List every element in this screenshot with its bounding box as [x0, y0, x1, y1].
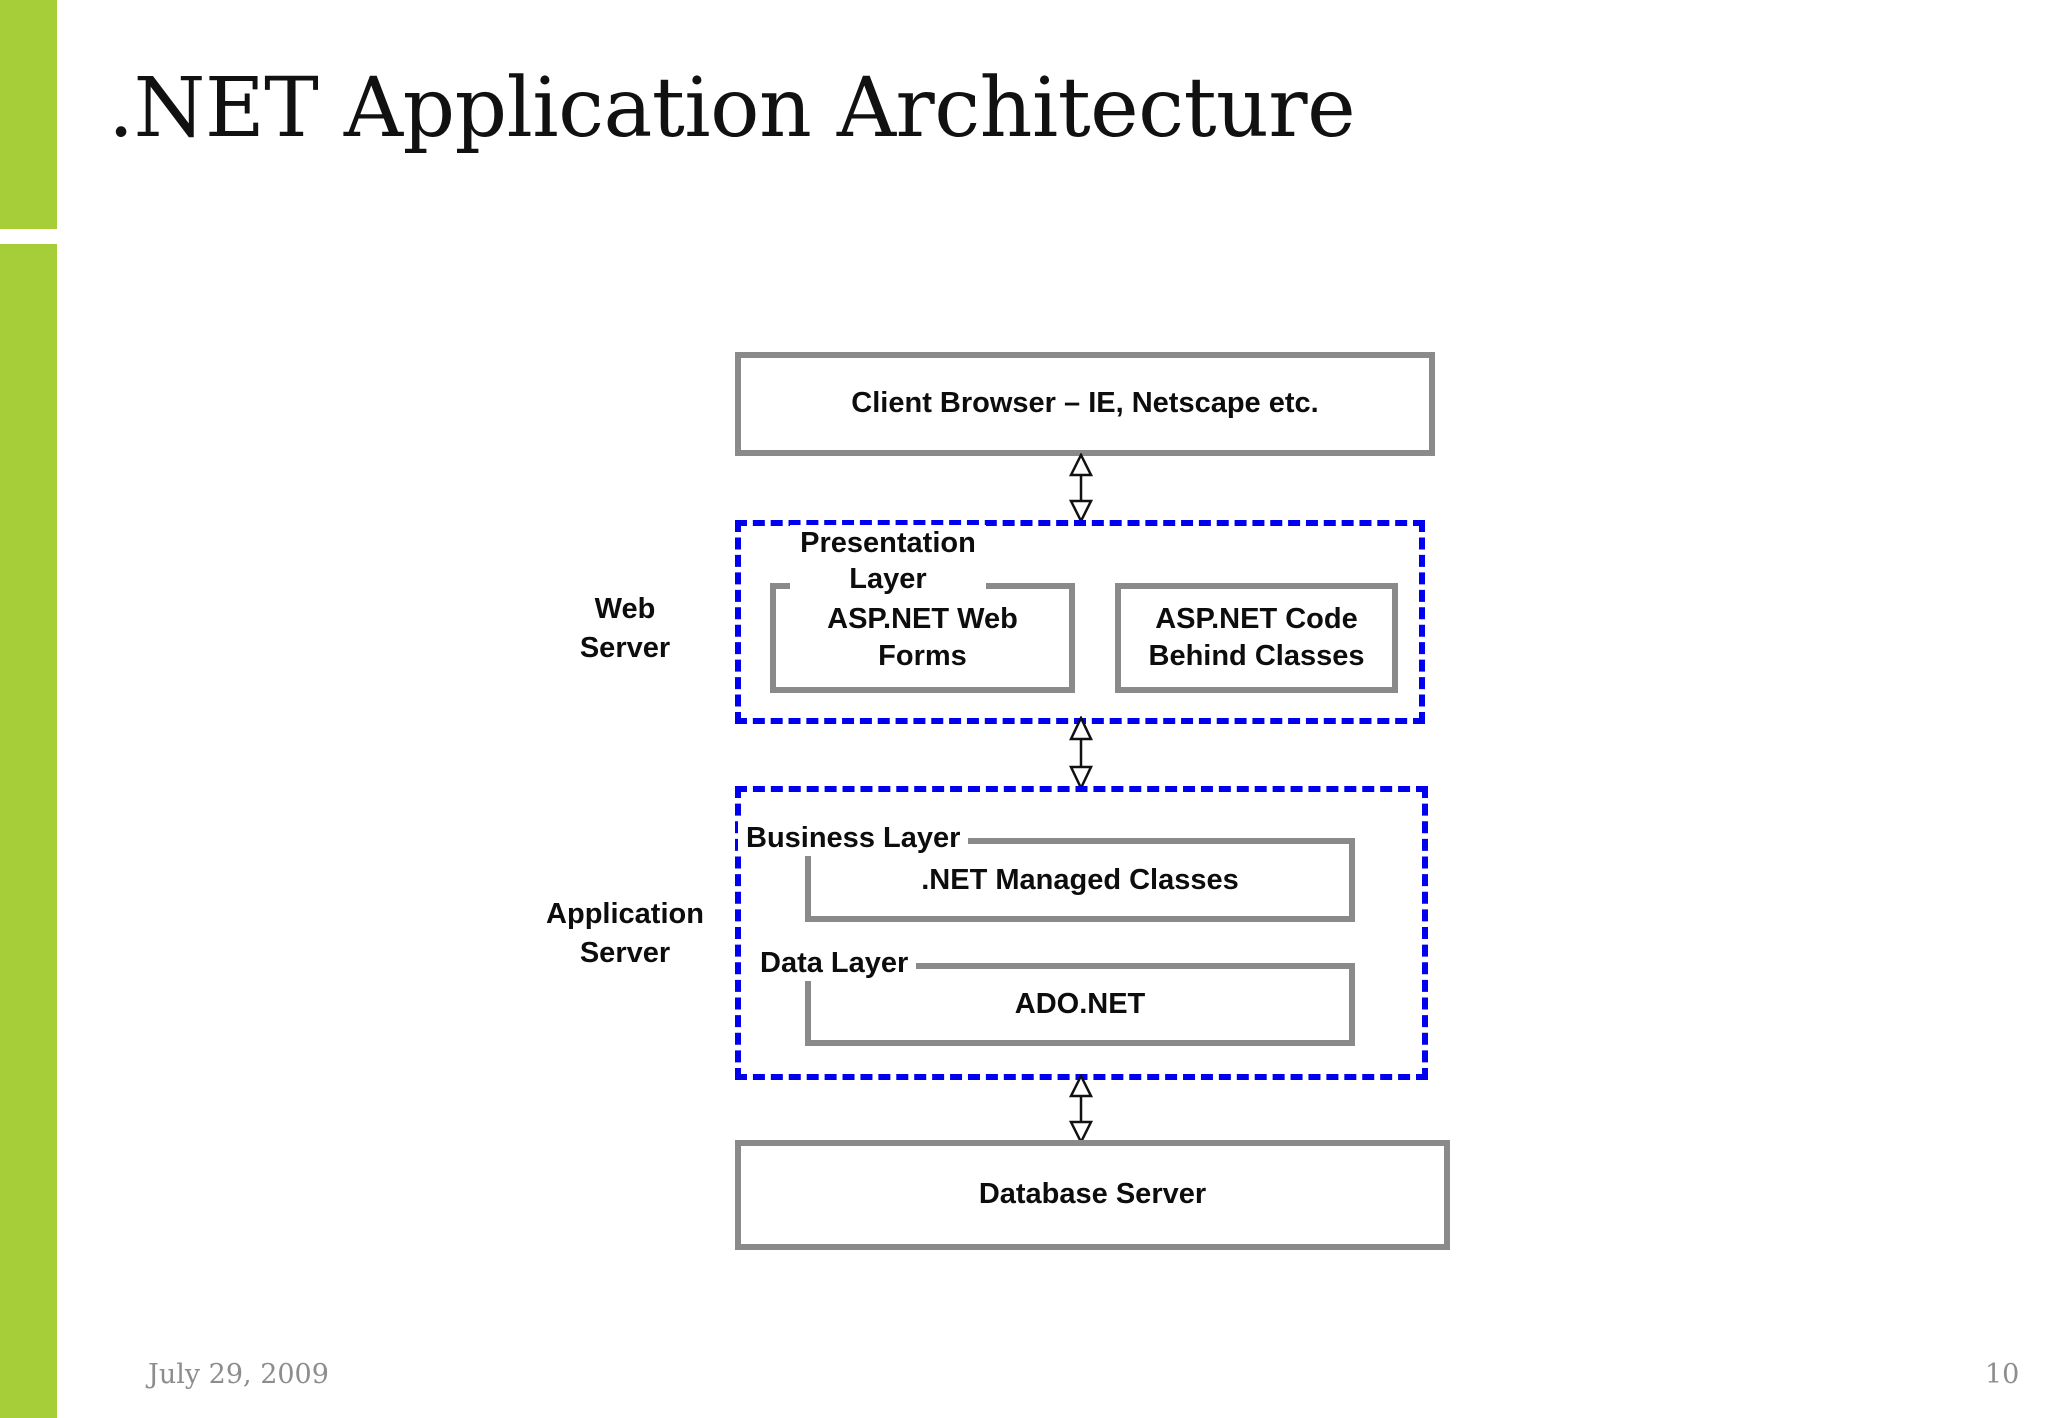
label-business-layer: Business Layer	[738, 820, 969, 857]
connector-data-database	[1068, 1074, 1094, 1144]
node-client-browser[interactable]: Client Browser – IE, Netscape etc.	[735, 352, 1435, 456]
connector-presentation-business	[1069, 716, 1093, 790]
footer-date: July 29, 2009	[148, 1359, 329, 1390]
accent-bar-top	[0, 0, 57, 229]
node-ado-net-label: ADO.NET	[1014, 988, 1146, 1020]
node-asp-net-web-forms-label: ASP.NET Web Forms	[827, 602, 1018, 672]
node-asp-net-code-behind[interactable]: ASP.NET Code Behind Classes	[1115, 583, 1398, 693]
node-database-server[interactable]: Database Server	[735, 1140, 1450, 1250]
accent-bar-bottom	[0, 244, 57, 1418]
label-presentation-layer: Presentation Layer	[790, 525, 986, 598]
node-managed-classes-label: .NET Managed Classes	[921, 863, 1239, 896]
page-title: .NET Application Architecture	[108, 61, 1356, 156]
footer-page-number: 10	[1985, 1359, 2020, 1390]
connector-browser-presentation	[1068, 453, 1094, 523]
label-data-layer: Data Layer	[752, 945, 917, 982]
node-asp-net-code-behind-label: ASP.NET Code Behind Classes	[1148, 602, 1365, 672]
tier-label-web-server: Web Server	[579, 593, 671, 664]
node-asp-net-web-forms[interactable]: ASP.NET Web Forms	[770, 583, 1075, 693]
tier-label-application-server: Application Server	[546, 898, 704, 969]
